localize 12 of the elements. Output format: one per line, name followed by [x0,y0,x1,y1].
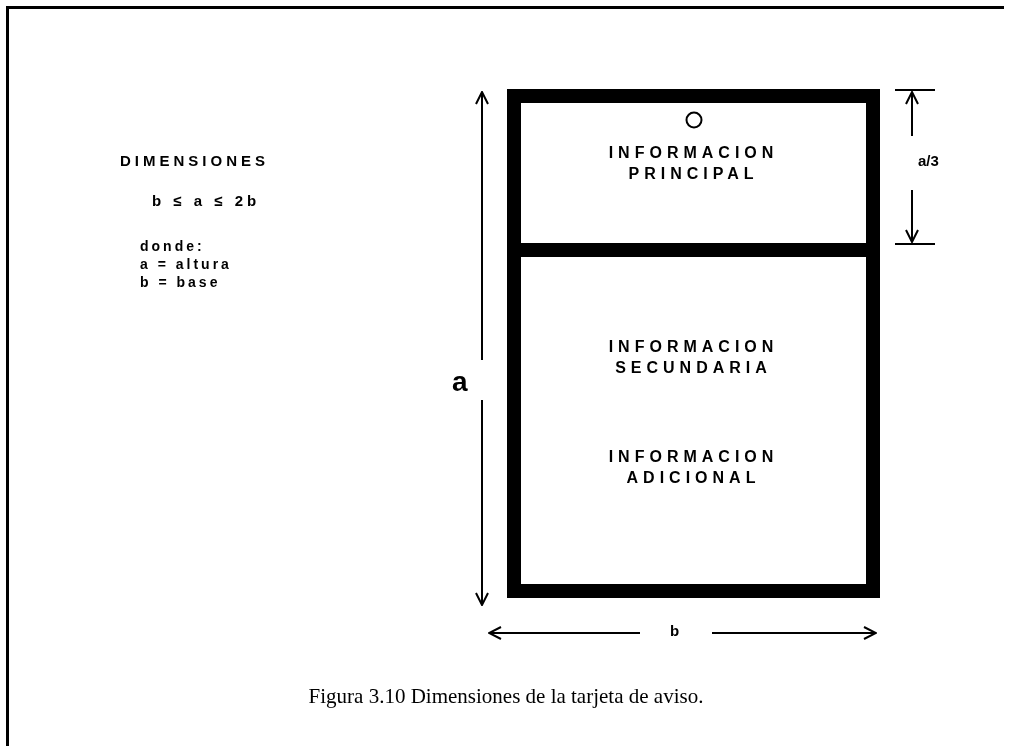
note-text: b = base [140,274,221,292]
formula-text: b ≤ a ≤ 2b [152,192,261,211]
dimension-label: b [670,622,680,641]
dimension-label: a/3 [918,152,939,171]
dimension-label: a [452,365,468,399]
note-text: donde: [140,238,205,256]
note-text: a = altura [140,256,232,274]
section-text: INFORMACION PRINCIPAL [607,143,780,184]
section-text: INFORMACION SECUNDARIA [607,337,780,378]
figure-caption: Figura 3.10 Dimensiones de la tarjeta de aviso. [308,684,704,708]
section-text: INFORMACION ADICIONAL [607,447,780,488]
heading-text: DIMENSIONES [120,152,269,171]
